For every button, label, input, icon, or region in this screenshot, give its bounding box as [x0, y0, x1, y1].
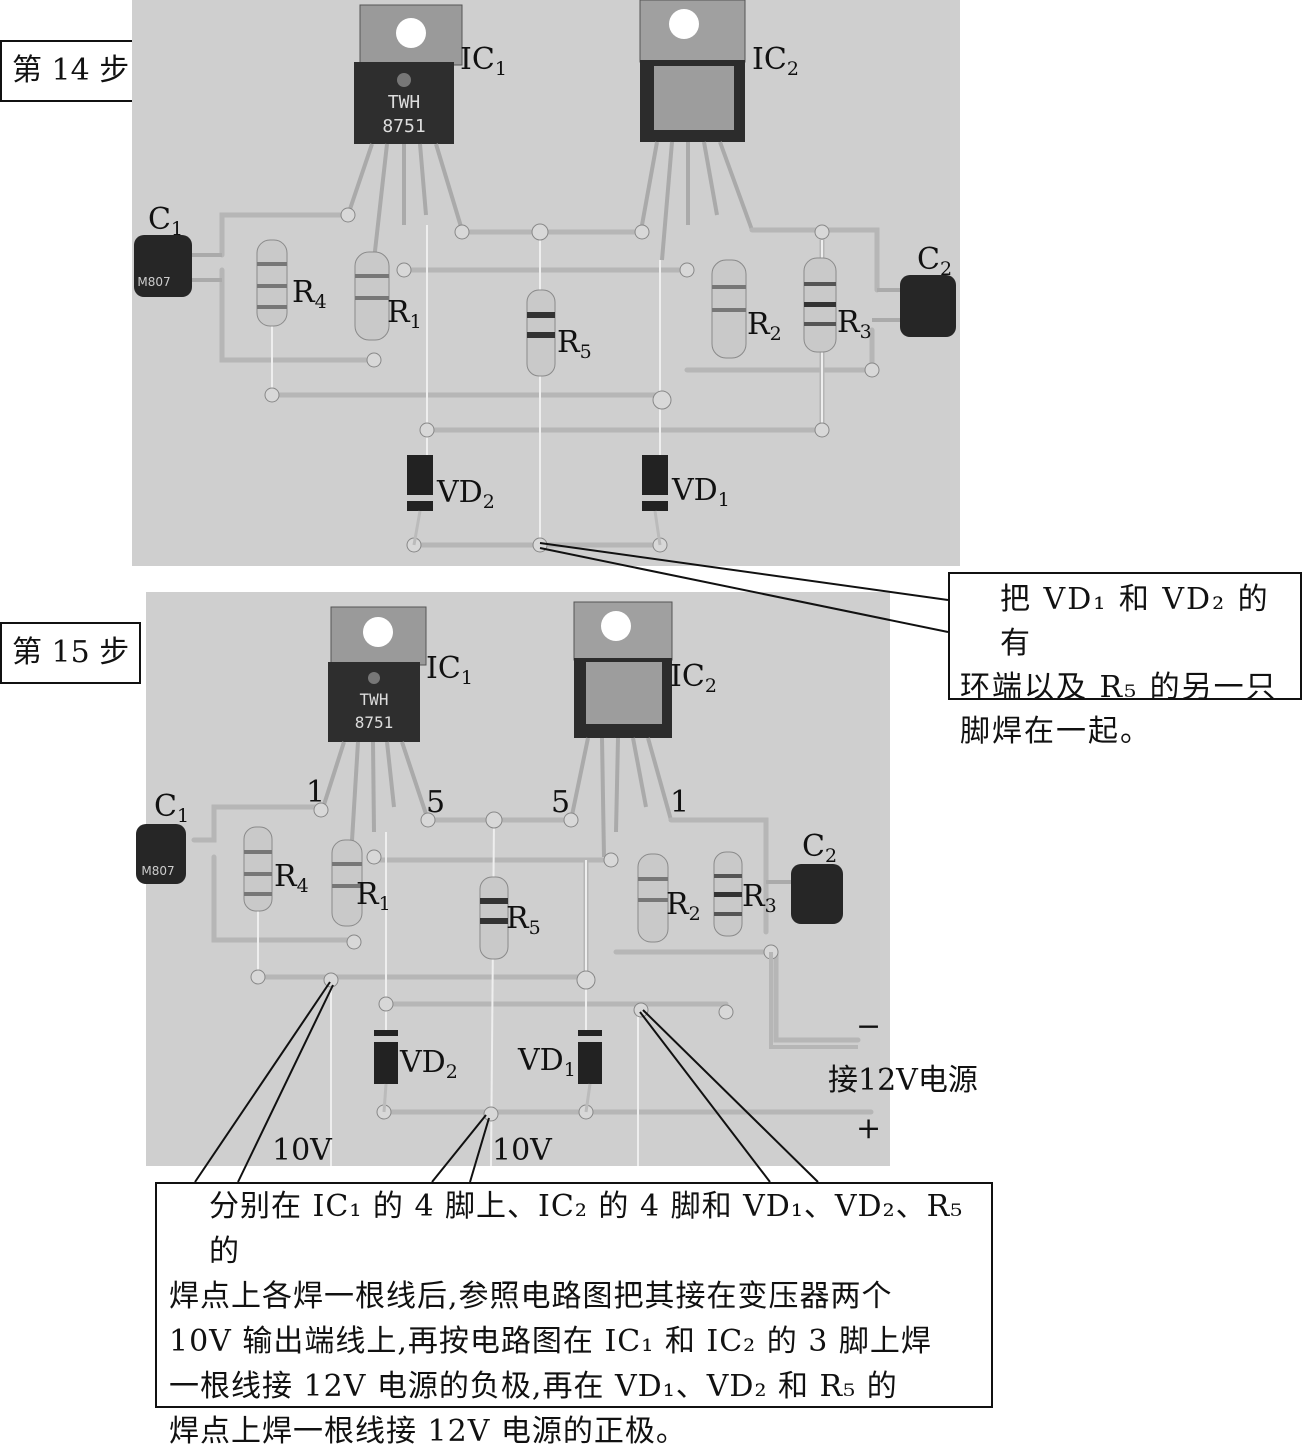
step15-label-pin5-right: 5: [551, 785, 571, 820]
diodes: [374, 1030, 602, 1113]
ic2-chip: [639, 0, 754, 261]
step15-label-r2: R2: [666, 887, 701, 925]
negative-lead: [769, 952, 858, 1049]
step15-label-r4: R4: [274, 859, 309, 897]
c1-marking: M807: [141, 864, 174, 878]
step15-label-ic2: IC2: [670, 659, 717, 697]
step15-label-minus: −: [856, 1009, 882, 1044]
step15-label-pin1-left: 1: [306, 775, 326, 810]
callout-line: 焊点上焊一根线接 12V 电源的正极。: [169, 1414, 687, 1449]
step14-label-r3: R3: [837, 305, 872, 343]
callout-line: 焊点上各焊一根线后,参照电路图把其接在变压器两个: [169, 1279, 893, 1314]
ic1-chip: TWH 8751: [346, 4, 464, 261]
ic1-chip: TWH 8751: [319, 606, 430, 858]
step15-label-ic1: IC1: [426, 651, 473, 689]
step-15-callout: 分别在 IC₁ 的 4 脚上、IC₂ 的 4 脚和 VD₁、VD₂、R₅ 的 焊…: [155, 1182, 993, 1449]
step15-label-10v-right: 10V: [492, 1133, 552, 1168]
step14-label-r5: R5: [557, 325, 592, 363]
step15-label-vd1: VD1: [518, 1043, 576, 1081]
step14-label-c1: C1: [148, 202, 184, 240]
ic1-marking-bottom: 8751: [355, 713, 394, 732]
step14-label-vd1: VD1: [672, 473, 730, 511]
step-14-title: 第 14 步: [0, 40, 142, 102]
ic1-marking-top: TWH: [388, 92, 421, 113]
callout-line: 环端以及 R₅ 的另一只: [960, 670, 1278, 705]
step15-label-plus: +: [856, 1111, 882, 1146]
c1-capacitor: M807: [134, 235, 222, 297]
step14-label-vd2: VD2: [437, 475, 495, 513]
callout-line: 把 VD₁ 和 VD₂ 的有: [1000, 582, 1270, 661]
c1-marking: M807: [137, 275, 170, 289]
step15-label-r3: R3: [742, 879, 777, 917]
step14-label-r1: R1: [387, 295, 422, 333]
resistors: [243, 826, 743, 960]
step-14-photo: TWH 8751: [132, 0, 960, 566]
step15-label-pin1-right: 1: [670, 785, 690, 820]
ic1-marking-bottom: 8751: [382, 116, 425, 137]
step15-label-r1: R1: [356, 877, 391, 915]
step-14-callout: 把 VD₁ 和 VD₂ 的有 环端以及 R₅ 的另一只 脚焊在一起。: [948, 572, 1302, 749]
callout-line: 分别在 IC₁ 的 4 脚上、IC₂ 的 4 脚和 VD₁、VD₂、R₅ 的: [209, 1189, 964, 1269]
callout-line: 10V 输出端线上,再按电路图在 IC₁ 和 IC₂ 的 3 脚上焊: [169, 1324, 932, 1359]
resistors: [256, 239, 837, 377]
step14-label-r4: R4: [292, 275, 327, 313]
step15-label-c1: C1: [154, 789, 190, 827]
step14-label-ic2: IC2: [752, 42, 799, 80]
c2-capacitor: [766, 864, 843, 924]
step14-label-c2: C2: [917, 242, 953, 280]
step15-label-r5: R5: [506, 901, 541, 939]
ic1-marking-top: TWH: [360, 690, 389, 709]
c1-capacitor: M807: [136, 824, 186, 884]
diodes: [407, 455, 668, 546]
callout-line: 一根线接 12V 电源的负极,再在 VD₁、VD₂ 和 R₅ 的: [169, 1369, 898, 1404]
step15-label-power: 接12V电源: [828, 1063, 978, 1098]
step15-label-c2: C2: [802, 829, 838, 867]
step-15-title: 第 15 步: [0, 622, 142, 684]
step-15-photo: TWH 8751: [136, 592, 978, 1168]
step15-label-vd2: VD2: [400, 1045, 458, 1083]
step14-label-ic1: IC1: [460, 42, 507, 80]
step14-label-r2: R2: [747, 307, 782, 345]
c2-capacitor: [872, 275, 956, 337]
step15-label-10v-left: 10V: [272, 1133, 332, 1168]
step15-label-pin5-left: 5: [426, 785, 446, 820]
ic2-chip: [569, 601, 673, 858]
callout-line: 脚焊在一起。: [960, 714, 1152, 749]
solder-joints: [250, 802, 779, 1122]
solder-wires: [219, 212, 880, 548]
